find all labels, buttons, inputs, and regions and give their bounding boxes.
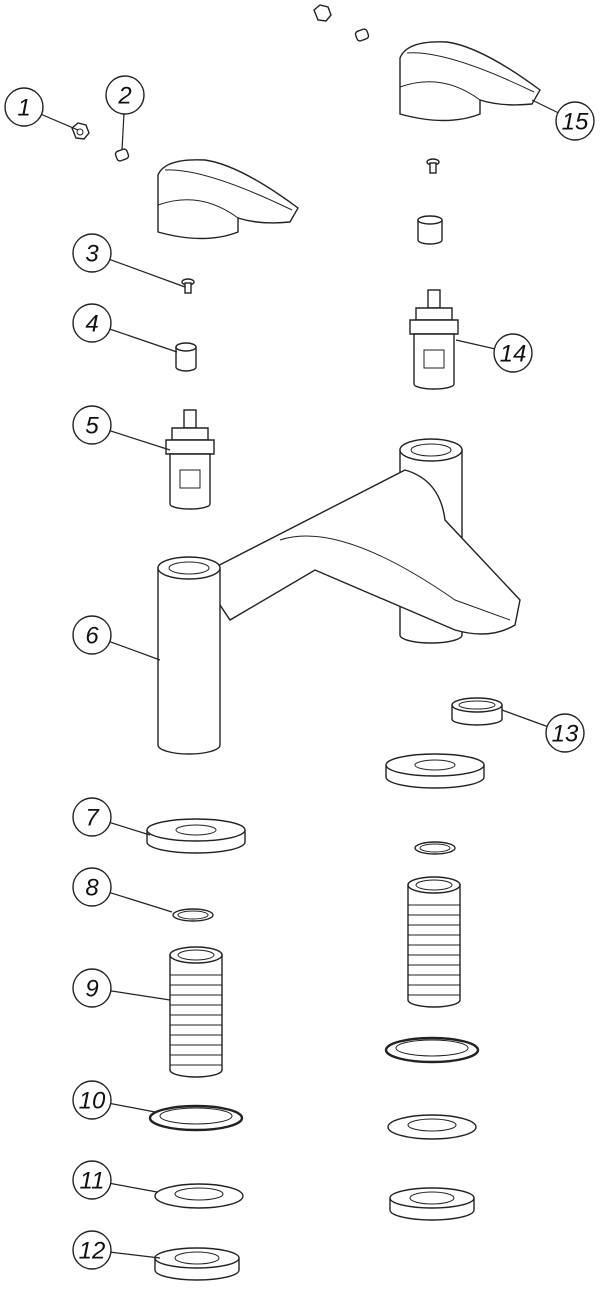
- callout-12: 12: [72, 1230, 161, 1270]
- callout-11: 11: [72, 1160, 158, 1200]
- callout-circle: [72, 233, 112, 273]
- part-shank-left: [169, 946, 223, 1078]
- callout-number: 10: [79, 1088, 106, 1115]
- callout-1: 1: [4, 87, 79, 131]
- part-spacer-left: [175, 342, 197, 372]
- callout-15: 15: [531, 99, 595, 141]
- part-gasket-right: [385, 753, 485, 789]
- part-cap-nut-right: [313, 4, 332, 22]
- part-spacer-right: [417, 215, 443, 245]
- callout-circle: [72, 867, 112, 907]
- callout-14: 14: [455, 333, 533, 373]
- callout-8: 8: [72, 867, 173, 913]
- part-grub-screw-right: [354, 28, 370, 42]
- callout-circle: [4, 87, 44, 127]
- part-washer-rubber-left: [148, 1104, 244, 1132]
- callout-circle: [72, 1160, 112, 1200]
- part-gasket-left: [146, 818, 246, 854]
- callout-2: 2: [105, 75, 145, 151]
- callout-number: 9: [85, 976, 98, 1003]
- callout-circle: [72, 615, 112, 655]
- callout-circle: [493, 333, 533, 373]
- part-cartridge-right: [409, 289, 459, 390]
- callout-circle: [555, 101, 595, 141]
- callout-number: 15: [562, 109, 589, 136]
- part-washer-metal-left: [154, 1183, 244, 1209]
- callout-9: 9: [72, 968, 171, 1008]
- callout-circle: [72, 1080, 112, 1120]
- callout-number: 7: [85, 805, 100, 832]
- callout-circle: [72, 405, 112, 445]
- callout-number: 14: [500, 341, 527, 368]
- callout-13: 13: [501, 709, 585, 753]
- callout-number: 12: [79, 1238, 106, 1265]
- part-aerator: [451, 697, 503, 726]
- callout-10: 10: [72, 1080, 156, 1120]
- part-screw-right: [426, 158, 440, 174]
- part-grub-screw-left: [114, 148, 130, 162]
- part-screw-left: [181, 278, 195, 294]
- part-cap-nut-left: [71, 122, 90, 140]
- part-tap-body: [157, 438, 521, 755]
- part-washer-metal-right: [387, 1114, 477, 1140]
- callout-circle: [72, 797, 112, 837]
- part-shank-right: [407, 876, 461, 1008]
- callout-4: 4: [72, 303, 178, 353]
- callout-number: 1: [17, 95, 30, 122]
- callout-5: 5: [72, 405, 171, 451]
- callout-circle: [72, 968, 112, 1008]
- callout-number: 4: [85, 311, 98, 338]
- part-lever-handle-left: [157, 159, 299, 240]
- callout-circle: [545, 713, 585, 753]
- callout-number: 8: [85, 875, 99, 902]
- part-cartridge-left: [165, 409, 215, 510]
- callout-number: 2: [117, 83, 131, 110]
- callout-circle: [72, 1230, 112, 1270]
- callout-number: 5: [85, 413, 99, 440]
- callout-circle: [105, 75, 145, 115]
- callout-number: 3: [85, 241, 99, 268]
- part-washer-rubber-right: [384, 1036, 480, 1064]
- callout-circle: [72, 303, 112, 343]
- part-oring-left: [172, 908, 214, 922]
- part-backnut-right: [389, 1187, 475, 1221]
- callout-number: 11: [80, 1168, 105, 1195]
- callout-3: 3: [72, 233, 186, 288]
- callout-number: 6: [85, 623, 99, 650]
- part-backnut-left: [154, 1247, 240, 1281]
- callout-7: 7: [72, 797, 151, 837]
- callout-6: 6: [72, 615, 161, 661]
- part-oring-right: [414, 841, 456, 855]
- callout-number: 13: [552, 721, 579, 748]
- part-lever-handle-right: [399, 41, 541, 122]
